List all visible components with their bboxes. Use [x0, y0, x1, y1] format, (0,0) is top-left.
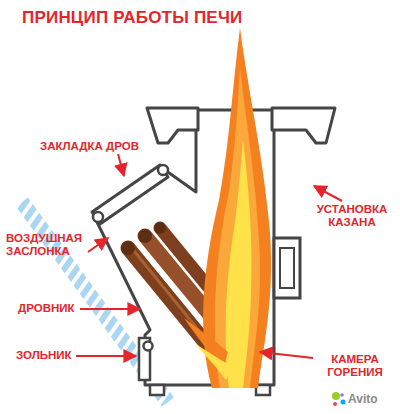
door-hinge: [93, 212, 103, 222]
flame: [184, 28, 271, 388]
loading-door: [92, 165, 168, 224]
side-handle: [274, 238, 300, 298]
stove-leg: [150, 385, 164, 395]
part-label: ДРОВНИК: [18, 302, 88, 315]
pot-support: [147, 108, 198, 143]
part-label: ЗОЛЬНИК: [16, 349, 86, 362]
pot-support: [272, 108, 335, 143]
watermark-logo: [332, 392, 346, 406]
part-label: УСТАНОВКА КАЗАНА: [308, 203, 396, 229]
part-label: ВОЗДУШНАЯ ЗАСЛОНКА: [6, 232, 92, 258]
side-handle: [280, 248, 294, 288]
part-label: КАМЕРА ГОРЕНИЯ: [312, 353, 398, 379]
watermark: Avito: [348, 393, 398, 407]
part-label: ЗАКЛАДКА ДРОВ: [40, 140, 160, 153]
leader-arrow: [76, 154, 342, 358]
diagram-title: ПРИНЦИП РАБОТЫ ПЕЧИ: [22, 8, 242, 28]
door-hinge: [158, 165, 168, 175]
door-hinge: [144, 342, 153, 351]
